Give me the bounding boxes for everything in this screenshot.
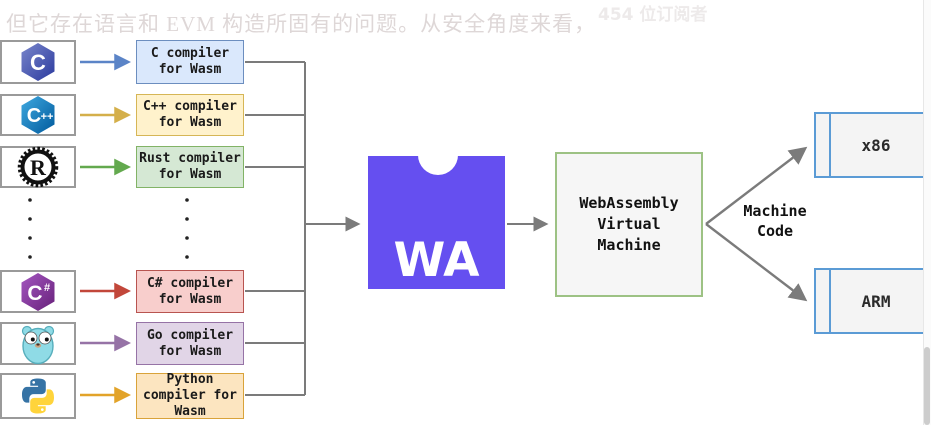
csharp-logo-icon: C # (21, 272, 55, 311)
compiler-box-rust-label: Rust compiler for Wasm (139, 151, 241, 182)
ghost-caption-text: 但它存在语言和 EVM 构造所固有的问题。从安全角度来看， (6, 12, 597, 36)
c-logo-icon: C (21, 43, 55, 81)
language-box-cpp: C ++ (0, 94, 76, 136)
go-gopher-icon (21, 325, 55, 364)
compiler-box-cpp: C++ compiler for Wasm (136, 94, 244, 136)
ellipsis-dots (28, 198, 189, 259)
subscriber-count-text: 454 位订阅者 (598, 5, 708, 25)
compiler-box-csharp-label: C# compiler for Wasm (146, 275, 234, 307)
language-box-python (0, 373, 76, 419)
compiler-box-go: Go compiler for Wasm (136, 322, 244, 365)
svg-text:C: C (27, 105, 41, 127)
svg-text:C: C (30, 50, 46, 75)
svg-text:R: R (30, 155, 47, 180)
webassembly-logo: WA (368, 135, 505, 289)
compiler-box-python-label: Python compiler for Wasm (143, 372, 237, 419)
language-box-go (0, 322, 76, 365)
svg-text:C: C (27, 282, 42, 305)
cpp-logo-icon: C ++ (21, 96, 55, 134)
language-box-csharp: C # (0, 270, 76, 313)
target-box-x86-strip (816, 114, 831, 176)
target-box-x86-label: x86 (861, 135, 891, 155)
scrollbar-thumb[interactable] (924, 347, 930, 425)
compiler-box-rust: Rust compiler for Wasm (136, 146, 244, 188)
compiler-box-python: Python compiler for Wasm (136, 372, 244, 419)
compiler-box-c-label: C compiler for Wasm (150, 46, 230, 77)
rust-logo-icon: R (17, 146, 59, 188)
python-logo-icon (22, 378, 54, 414)
svg-text:#: # (44, 282, 50, 294)
svg-text:++: ++ (41, 111, 54, 123)
scrollbar-track[interactable] (923, 0, 931, 425)
compiler-box-c: C compiler for Wasm (136, 40, 244, 84)
wasm-vm-box-label: WebAssembly Virtual Machine (579, 194, 679, 254)
language-box-c: C (0, 40, 76, 84)
compiler-box-cpp-label: C++ compiler for Wasm (143, 99, 237, 130)
target-box-arm: ARM (814, 268, 928, 334)
compiler-box-go-label: Go compiler for Wasm (146, 327, 234, 359)
language-box-rust: R (0, 146, 76, 188)
target-box-x86: x86 (814, 112, 928, 178)
webassembly-logo-notch (418, 135, 458, 175)
machine-code-label: Machine Code (743, 202, 807, 240)
webassembly-logo-text: WA (393, 233, 480, 288)
wasm-vm-box: WebAssembly Virtual Machine (555, 152, 703, 297)
target-box-arm-strip (816, 270, 831, 332)
target-box-arm-label: ARM (861, 291, 891, 311)
compiler-box-csharp: C# compiler for Wasm (136, 270, 244, 313)
